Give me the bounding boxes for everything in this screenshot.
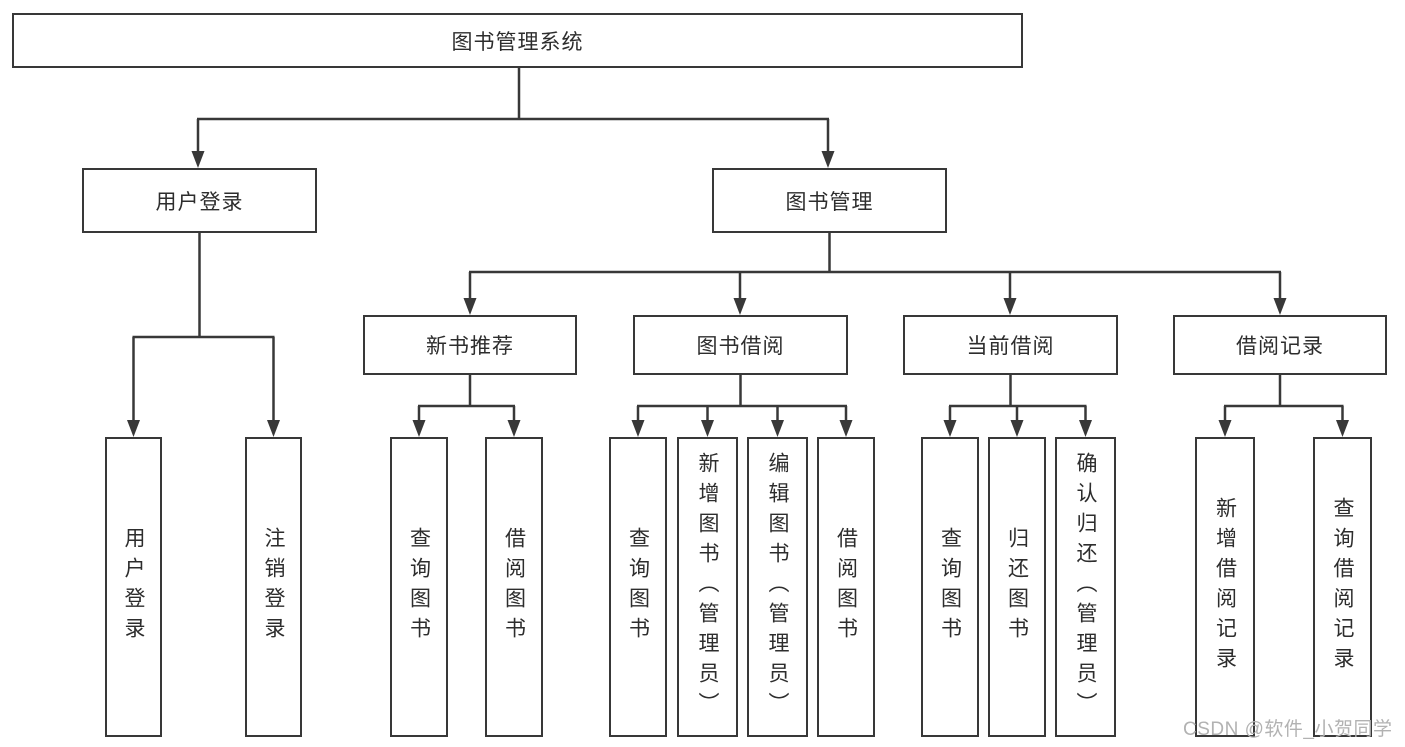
leaf-add-books-admin: 新增图书（管理员） — [677, 437, 738, 737]
leaf-label: 归还图书 — [1005, 527, 1029, 647]
arrowheads — [127, 151, 1349, 437]
node-label: 用户登录 — [155, 190, 244, 214]
leaf-label: 确认归还（管理员） — [1074, 452, 1097, 722]
leaf-label: 编辑图书（管理员） — [766, 452, 789, 722]
leaf-borrow-books-recommend: 借阅图书 — [485, 437, 543, 737]
node-label: 图书管理 — [785, 190, 874, 214]
leaf-label: 借阅图书 — [502, 527, 526, 647]
node-label: 当前借阅 — [966, 335, 1055, 358]
leaf-label: 用户登录 — [122, 527, 145, 647]
leaf-borrow-books-borrowing: 借阅图书 — [817, 437, 875, 737]
node-new-book-recommend: 新书推荐 — [363, 315, 577, 375]
node-borrowing-records: 借阅记录 — [1173, 315, 1387, 375]
leaf-label: 查询借阅记录 — [1331, 497, 1354, 677]
node-root-library-system: 图书管理系统 — [12, 13, 1023, 68]
csdn-watermark: CSDN @软件_小贺同学 — [1183, 719, 1393, 740]
leaf-label: 查询图书 — [626, 527, 650, 647]
leaf-confirm-return-admin: 确认归还（管理员） — [1055, 437, 1116, 737]
leaf-query-books-current: 查询图书 — [921, 437, 979, 737]
node-label: 图书管理系统 — [451, 30, 584, 54]
node-book-borrowing: 图书借阅 — [633, 315, 848, 375]
leaf-label: 查询图书 — [938, 527, 962, 647]
leaf-label: 借阅图书 — [834, 527, 858, 647]
node-label: 借阅记录 — [1236, 335, 1324, 358]
node-label: 新书推荐 — [426, 335, 514, 358]
leaf-label: 新增借阅记录 — [1213, 497, 1237, 677]
node-book-management: 图书管理 — [712, 168, 947, 233]
leaf-user-login: 用户登录 — [105, 437, 162, 737]
leaf-logout: 注销登录 — [245, 437, 302, 737]
leaf-label: 查询图书 — [407, 527, 431, 647]
leaf-query-books-recommend: 查询图书 — [390, 437, 448, 737]
leaf-label: 新增图书（管理员） — [696, 452, 719, 722]
node-user-login: 用户登录 — [82, 168, 317, 233]
leaf-query-borrow-record: 查询借阅记录 — [1313, 437, 1372, 737]
leaf-label: 注销登录 — [262, 527, 285, 647]
leaf-add-borrow-record: 新增借阅记录 — [1195, 437, 1255, 737]
connector-strokes — [132, 68, 1344, 423]
leaf-return-books: 归还图书 — [988, 437, 1046, 737]
node-label: 图书借阅 — [696, 335, 785, 358]
leaf-query-books-borrowing: 查询图书 — [609, 437, 667, 737]
node-current-borrowing: 当前借阅 — [903, 315, 1118, 375]
leaf-edit-books-admin: 编辑图书（管理员） — [747, 437, 808, 737]
